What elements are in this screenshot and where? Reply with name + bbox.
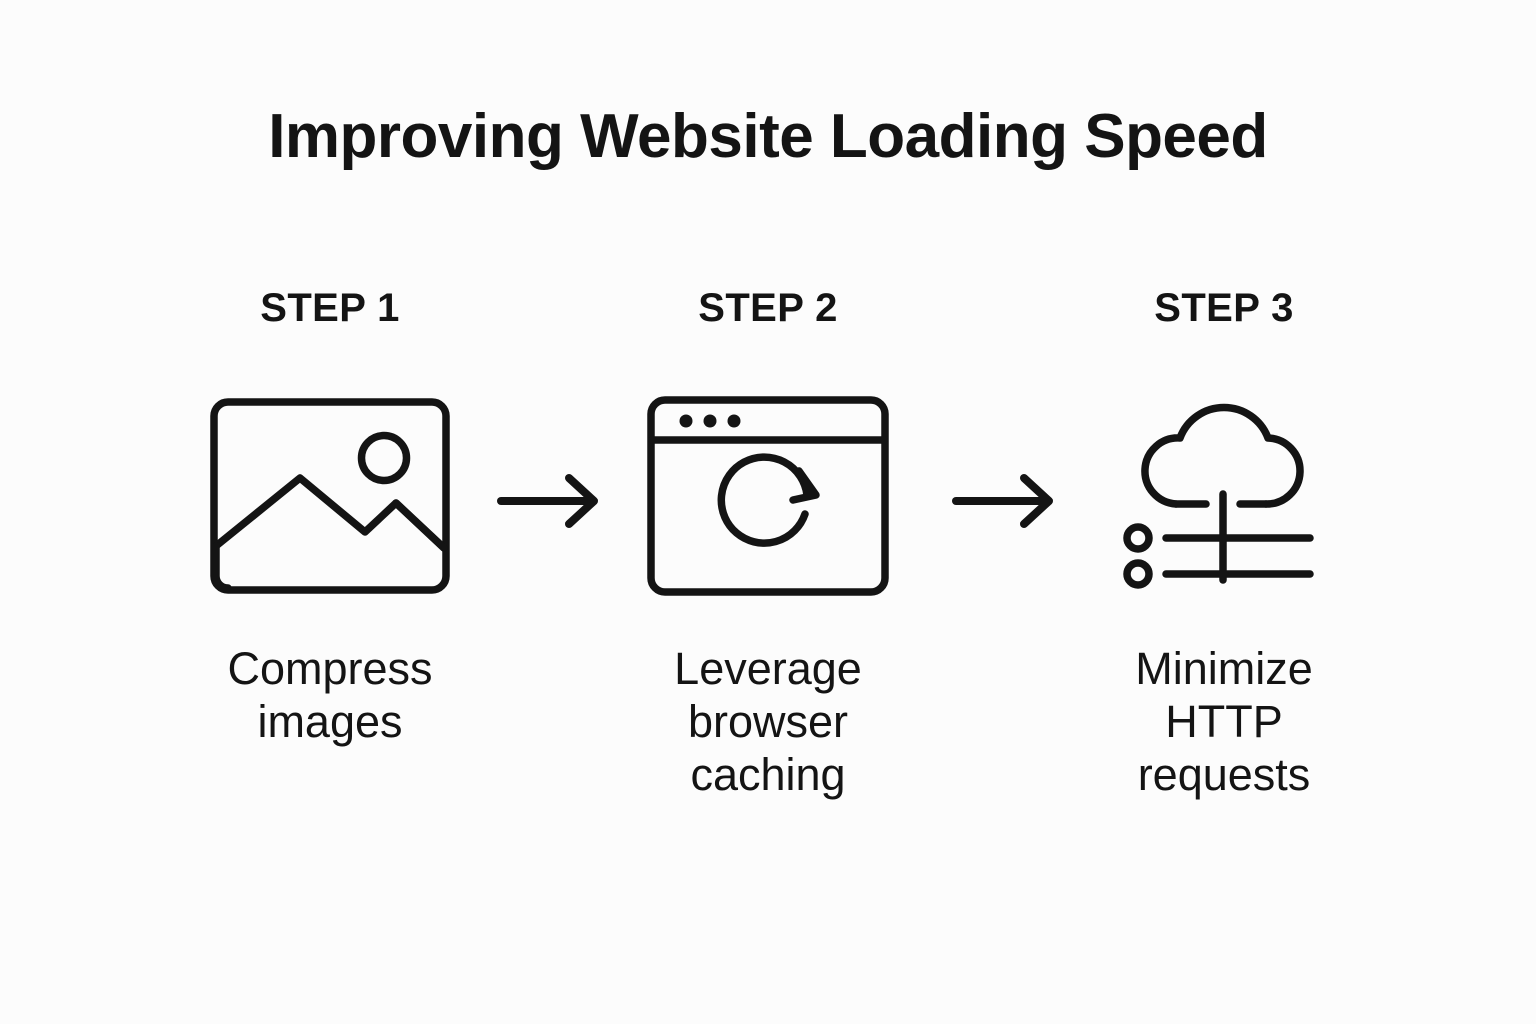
browser-refresh-icon: [608, 396, 928, 596]
step-item-1: STEP 1 Compress images: [170, 288, 490, 748]
step-label-1: STEP 1: [260, 286, 400, 330]
step-label-2: STEP 2: [698, 286, 838, 330]
step-label-3: STEP 3: [1154, 286, 1294, 330]
step-caption-2: Leverage browser caching: [674, 643, 862, 801]
arrow-right-icon-1: [495, 470, 615, 532]
image-picture-icon: [170, 396, 490, 596]
page-title: Improving Website Loading Speed: [268, 102, 1268, 171]
cloud-network-icon: [1064, 396, 1384, 596]
step-item-3: STEP 3 Minimize HTT: [1064, 288, 1384, 801]
arrow-right-icon-2: [950, 470, 1070, 532]
step-caption-1: Compress images: [227, 643, 433, 748]
step-item-2: STEP 2 Leverage browser caching: [608, 288, 928, 801]
step-caption-3: Minimize HTTP requests: [1135, 643, 1313, 801]
